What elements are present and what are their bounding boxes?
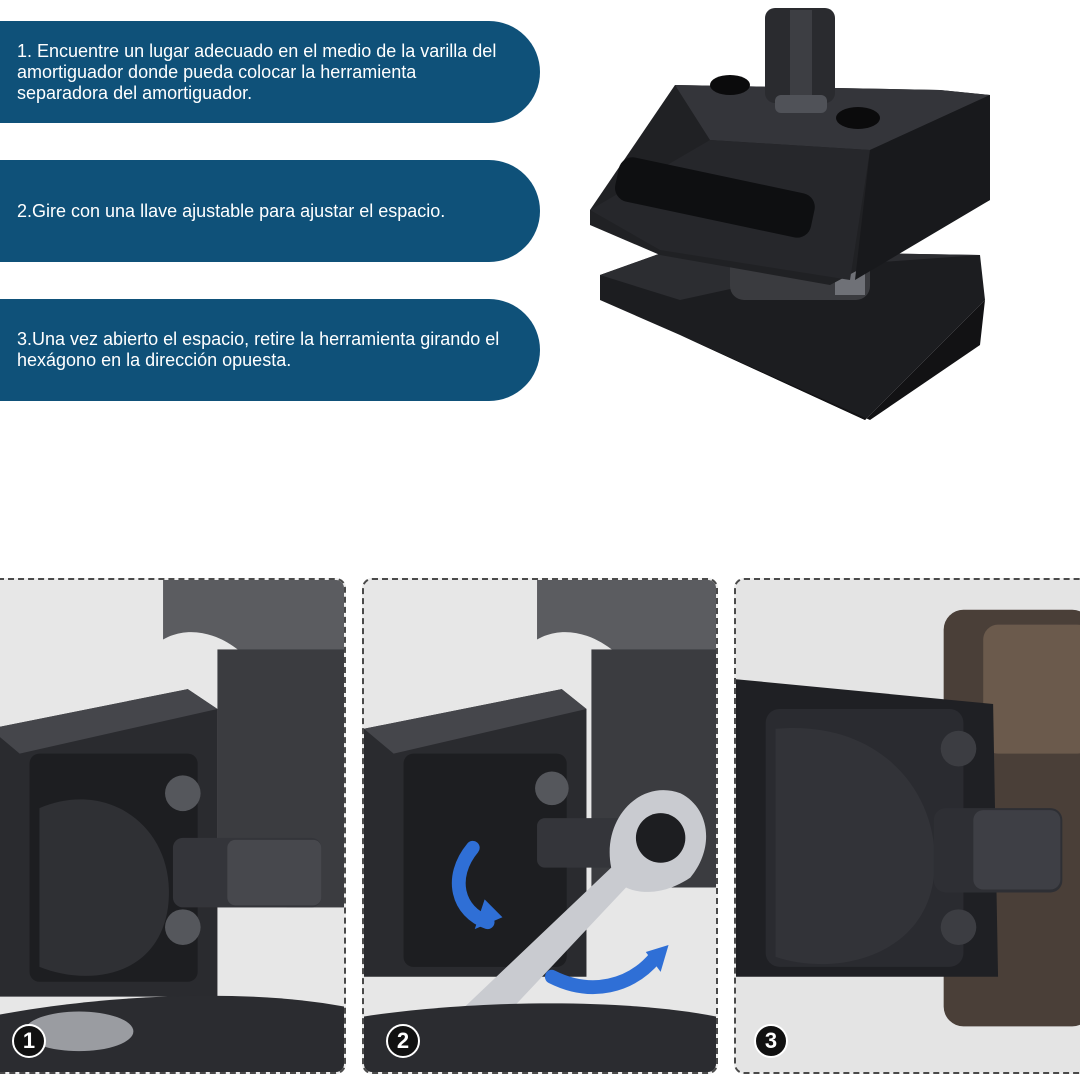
step-3-banner: 3.Una vez abierto el espacio, retire la … (0, 299, 540, 401)
step-2-photo-panel: 2 (362, 578, 718, 1074)
step-1-text: 1. Encuentre un lugar adecuado en el med… (17, 40, 497, 103)
step-1-photo (0, 580, 344, 1072)
shock-separator-tool-image (590, 8, 990, 420)
step-1-photo-panel: 1 (0, 578, 346, 1074)
step-3-photo-panel: 3 (734, 578, 1080, 1074)
step-2-photo (364, 580, 716, 1072)
step-3-badge: 3 (754, 1024, 788, 1058)
step-3-photo (736, 580, 1080, 1072)
step-2-badge: 2 (386, 1024, 420, 1058)
step-1-banner: 1. Encuentre un lugar adecuado en el med… (0, 21, 540, 123)
step-1-badge: 1 (12, 1024, 46, 1058)
step-2-banner: 2.Gire con una llave ajustable para ajus… (0, 160, 540, 262)
product-illustration (580, 0, 1000, 440)
step-3-text: 3.Una vez abierto el espacio, retire la … (17, 329, 500, 370)
step-2-text: 2.Gire con una llave ajustable para ajus… (17, 200, 446, 221)
